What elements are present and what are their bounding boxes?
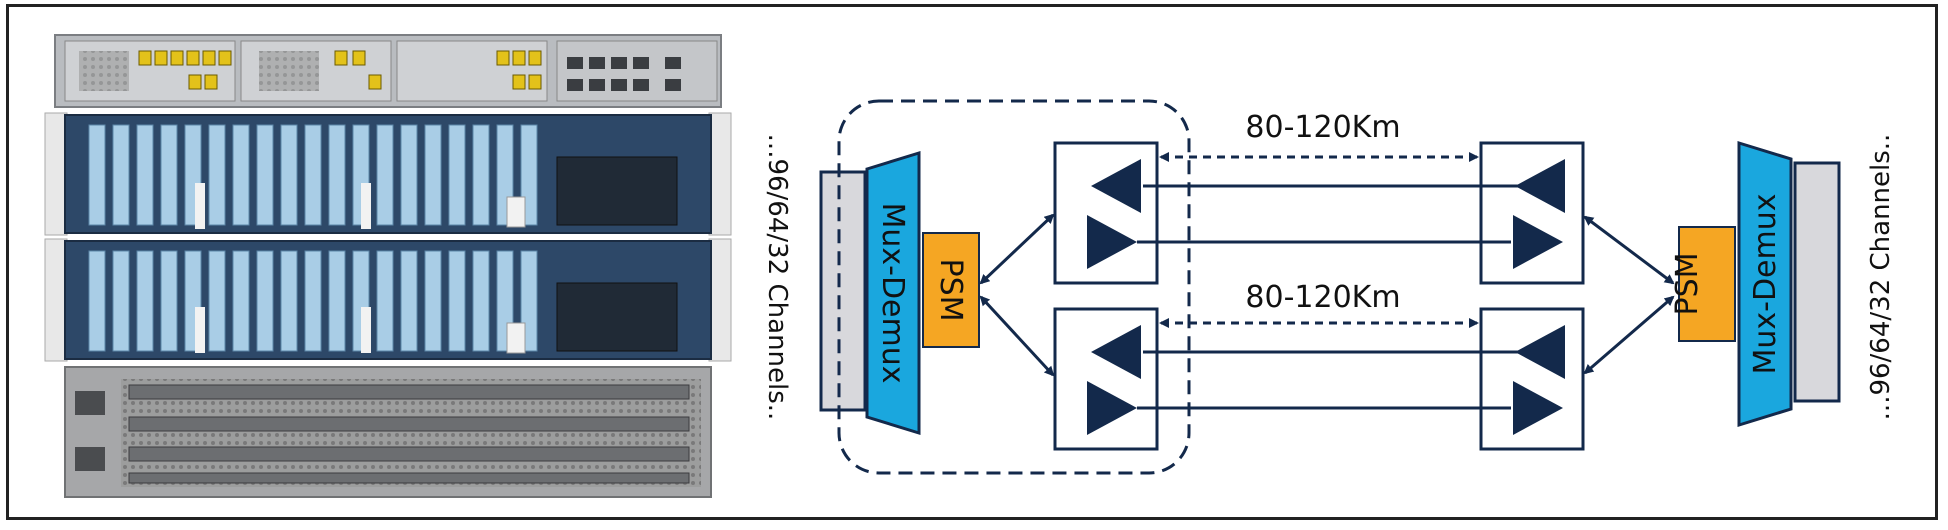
amp-right-pointing-icon: [1087, 381, 1137, 435]
right-psm-to-bottom-amp: [1583, 295, 1675, 375]
terminal-site-outline: [837, 99, 1191, 475]
left-amp-bottom: [1053, 307, 1159, 451]
amp-right-pointing-icon: [1087, 215, 1137, 269]
right-amp-top: [1479, 141, 1585, 285]
amp-left-pointing-icon: [1515, 159, 1565, 213]
amp-left-pointing-icon: [1091, 325, 1141, 379]
amp-left-pointing-icon: [1515, 325, 1565, 379]
right-mux-demux: Mux-Demux: [1737, 140, 1841, 428]
left-mux-trapezoid: [865, 150, 921, 436]
left-channels-label: ...96/64/32 Channels..: [762, 134, 792, 421]
mux-panel-2: [44, 238, 732, 362]
figure-frame: ...96/64/32 Channels.. Mux-Demux PSM 80-…: [6, 4, 1938, 520]
top-chassis: [54, 34, 722, 108]
left-psm-label: PSM: [933, 258, 968, 321]
span-top-label: 80-120Km: [1245, 110, 1400, 145]
amp-right-pointing-icon: [1513, 381, 1563, 435]
figure-canvas: ...96/64/32 Channels.. Mux-Demux PSM 80-…: [44, 34, 1896, 498]
left-mux-backing: [819, 170, 867, 412]
left-psm: PSM: [922, 232, 980, 348]
amp-left-pointing-icon: [1091, 159, 1141, 213]
right-mux-trapezoid: [1737, 140, 1793, 428]
right-channels-label: ...96/64/32 Channels..: [1866, 134, 1896, 421]
right-psm: PSM: [1670, 226, 1736, 342]
right-psm-label: PSM: [1670, 252, 1705, 315]
left-mux-label: Mux-Demux: [875, 202, 910, 383]
hardware-stack-image: [44, 34, 732, 498]
amp-right-pointing-icon: [1513, 215, 1563, 269]
span-bottom-label: 80-120Km: [1245, 280, 1400, 315]
right-mux-backing: [1793, 161, 1841, 403]
right-amp-bottom: [1479, 307, 1585, 451]
left-psm-to-bottom-amp: [979, 295, 1055, 377]
mux-panel-1: [44, 112, 732, 236]
left-amp-top: [1053, 141, 1159, 285]
right-mux-label: Mux-Demux: [1748, 193, 1783, 374]
left-mux-demux: Mux-Demux: [819, 150, 921, 436]
left-psm-to-top-amp: [979, 213, 1055, 285]
bottom-switch: [64, 366, 712, 498]
right-psm-to-top-amp: [1583, 215, 1675, 285]
